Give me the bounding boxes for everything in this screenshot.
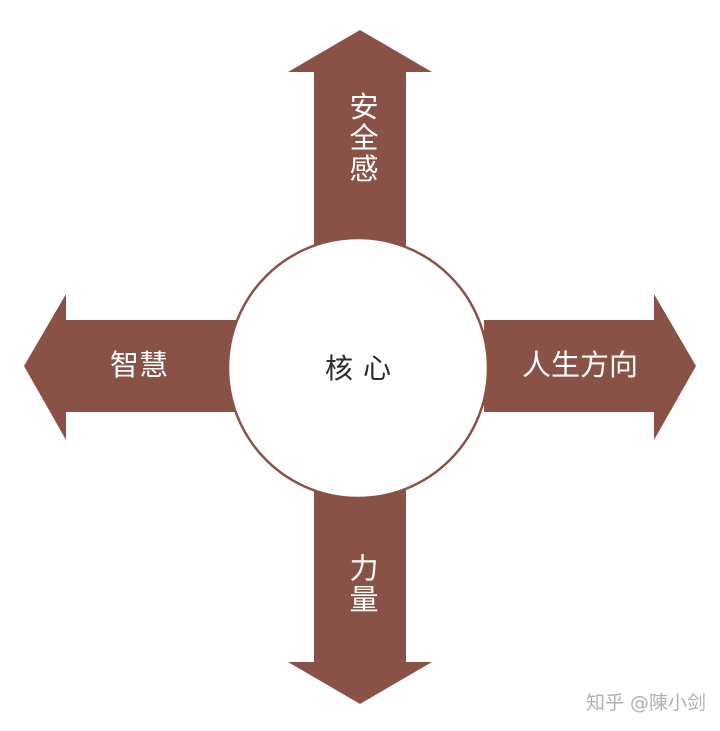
arrow-down-label: 力量 xyxy=(345,553,379,615)
arrow-left-label: 智慧 xyxy=(110,348,168,382)
watermark: 知乎 @陳小剑 xyxy=(585,692,706,714)
arrow-left xyxy=(24,294,236,440)
arrow-up-label: 安全感 xyxy=(345,91,379,184)
arrow-down xyxy=(288,490,432,704)
center-label: 核心 xyxy=(325,352,401,385)
arrow-right xyxy=(484,294,696,440)
arrow-up xyxy=(288,30,432,246)
arrow-right-label: 人生方向 xyxy=(522,348,638,382)
core-circle xyxy=(226,236,490,500)
